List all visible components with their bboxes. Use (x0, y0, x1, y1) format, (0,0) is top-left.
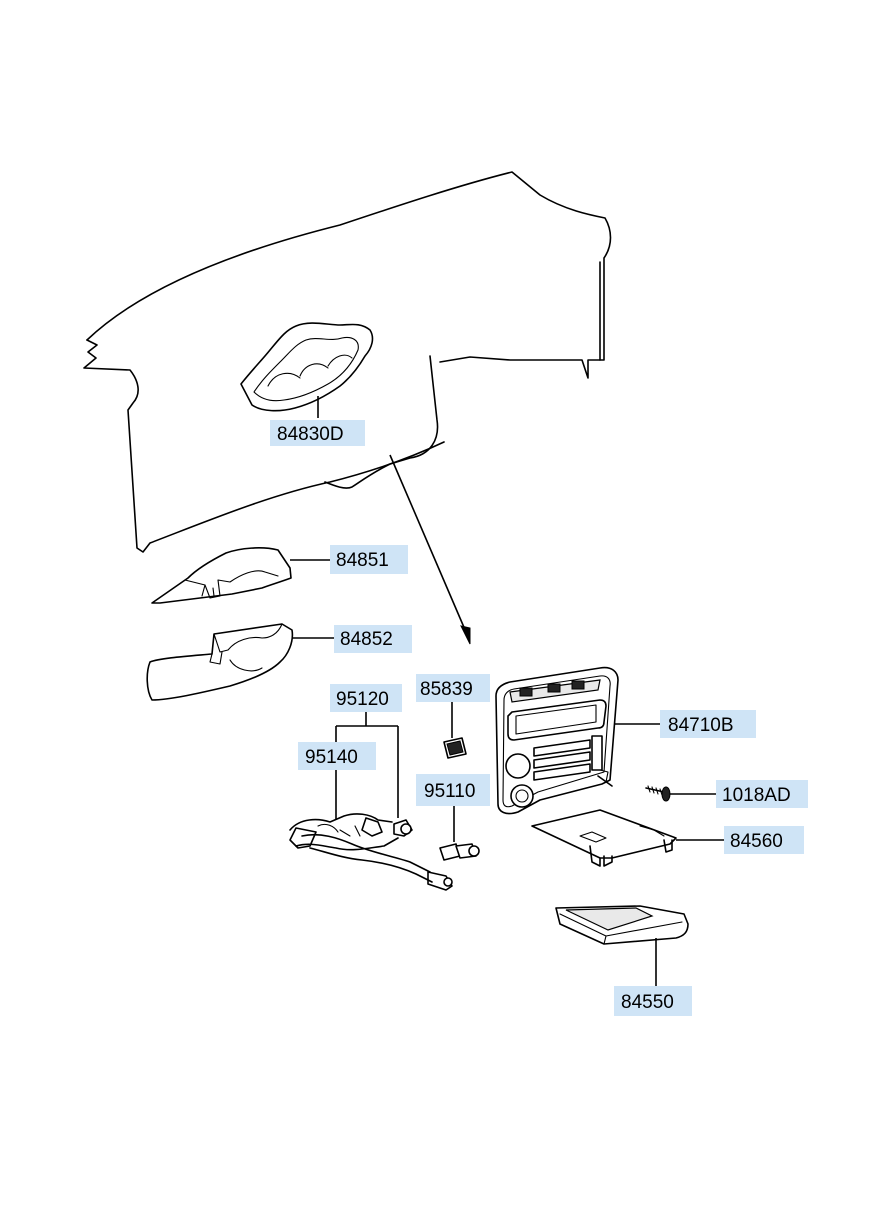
svg-text:84550: 84550 (621, 992, 674, 1013)
bulb-95110 (439, 806, 480, 861)
label-95110: 95110 (416, 774, 490, 806)
svg-text:95110: 95110 (424, 781, 475, 802)
svg-text:95120: 95120 (336, 689, 389, 710)
label-95120: 95120 (330, 684, 402, 712)
tray-84550 (555, 905, 689, 986)
svg-text:84560: 84560 (730, 831, 783, 852)
label-84852: 84852 (334, 625, 412, 653)
label-85839: 85839 (416, 674, 490, 702)
label-84830D: 84830D (270, 420, 365, 446)
cover-lower-84852 (146, 623, 294, 701)
svg-text:85839: 85839 (420, 679, 473, 700)
svg-text:84851: 84851 (336, 550, 389, 571)
label-84710B: 84710B (660, 710, 756, 738)
svg-text:95140: 95140 (305, 747, 358, 768)
screw-1018AD (597, 775, 716, 802)
label-84560: 84560 (724, 826, 804, 854)
center-fascia-84710B (495, 666, 619, 815)
cover-upper-84851 (151, 547, 292, 604)
svg-text:84710B: 84710B (668, 715, 734, 736)
svg-text:1018AD: 1018AD (722, 785, 791, 806)
tray-bracket-84560 (531, 809, 724, 867)
clip-85839 (443, 702, 467, 759)
direction-arrow (389, 454, 471, 645)
svg-text:84852: 84852 (340, 629, 393, 650)
cluster-hood (240, 322, 374, 412)
label-95140: 95140 (298, 742, 376, 770)
wiring-harness (289, 712, 453, 891)
label-84550: 84550 (614, 986, 692, 1016)
svg-text:84830D: 84830D (277, 424, 344, 445)
label-1018AD: 1018AD (716, 780, 808, 808)
label-84851: 84851 (330, 545, 408, 574)
dashboard-panel (83, 171, 612, 553)
